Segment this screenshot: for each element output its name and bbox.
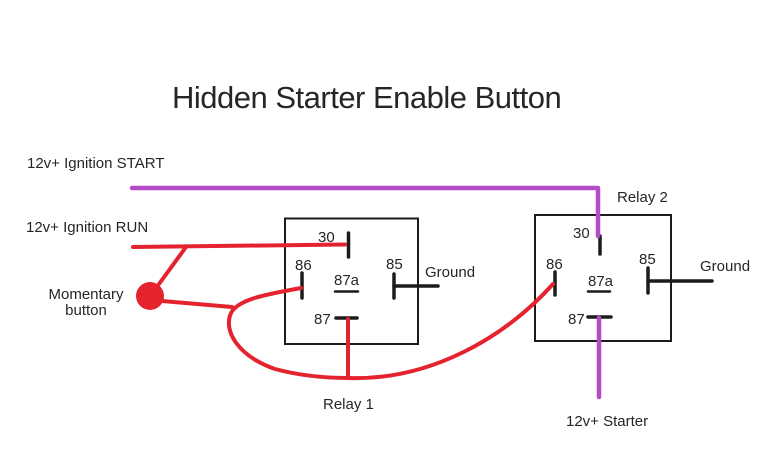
- relay1-pin86-label: 86: [295, 257, 312, 274]
- relay2-pin30-label: 30: [573, 225, 590, 242]
- wire-relay1-86-loop-to-relay2-86: [226, 282, 555, 381]
- label-ignition-start: 12v+ Ignition START: [27, 155, 165, 172]
- wire-ignition-run-to-relay1-30: [131, 242, 347, 249]
- relay1-box: [284, 217, 419, 345]
- relay1-pin87-label: 87: [314, 311, 331, 328]
- relay2-pin87-label: 87: [568, 311, 585, 328]
- relay1-ground-label: Ground: [425, 264, 476, 281]
- relay1-pin30-label: 30: [318, 229, 335, 246]
- relay2-pin86-label: 86: [546, 256, 563, 273]
- relay1-pin87a-label: 87a: [334, 272, 360, 289]
- label-momentary-button: Momentary button: [48, 286, 124, 319]
- relay1-pin85-label: 85: [386, 256, 403, 273]
- label-relay2: Relay 2: [617, 189, 668, 206]
- relay-structure: [284, 214, 714, 345]
- wire-button-to-junction: [160, 299, 234, 309]
- relay2-box: [534, 214, 672, 342]
- wire-ignition-start-to-relay2-30: [129, 185, 601, 239]
- relay2-pin85-label: 85: [639, 251, 656, 268]
- diagram-title: Hidden Starter Enable Button: [172, 80, 562, 115]
- relay2-pin87a-label: 87a: [588, 273, 614, 290]
- label-ignition-run: 12v+ Ignition RUN: [26, 219, 149, 236]
- red-wires: [131, 242, 555, 381]
- label-relay1: Relay 1: [323, 396, 374, 413]
- purple-wires: [129, 185, 602, 400]
- momentary-button-dot[interactable]: [136, 282, 164, 310]
- label-starter: 12v+ Starter: [566, 413, 649, 430]
- relay2-ground-label: Ground: [700, 258, 751, 275]
- wire-run-branch-to-button: [157, 245, 188, 286]
